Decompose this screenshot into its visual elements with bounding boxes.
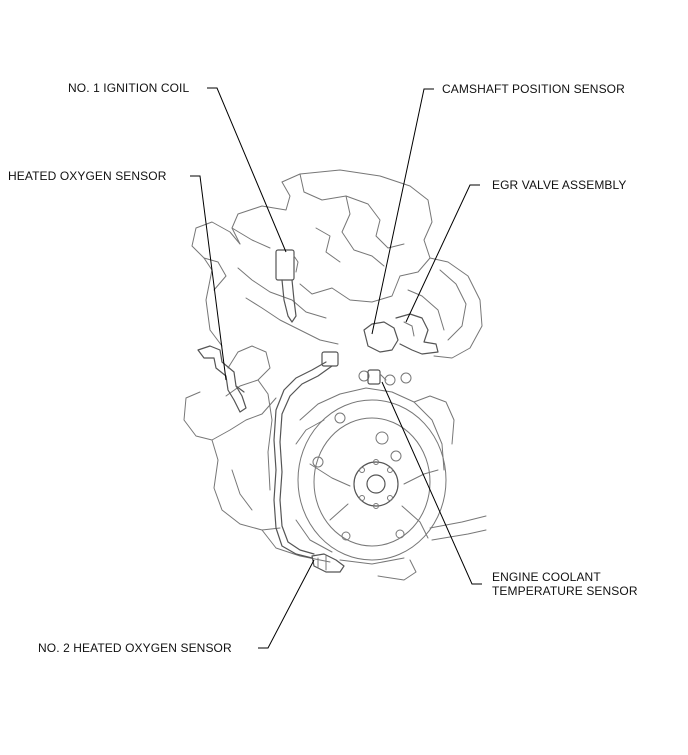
label-heated-oxygen-sensor: HEATED OXYGEN SENSOR bbox=[8, 169, 167, 183]
leader-ignition-coil bbox=[207, 87, 287, 253]
leader-heated-oxygen-sensor bbox=[190, 175, 227, 381]
label-egr-valve-assembly: EGR VALVE ASSEMBLY bbox=[492, 178, 627, 192]
label-no2-heated-oxygen-sensor: NO. 2 HEATED OXYGEN SENSOR bbox=[38, 641, 232, 655]
leader-no2-oxygen-sensor bbox=[258, 559, 315, 649]
leader-lines bbox=[190, 87, 482, 649]
leader-coolant-sensor bbox=[381, 381, 482, 585]
label-camshaft-position-sensor: CAMSHAFT POSITION SENSOR bbox=[442, 82, 625, 96]
label-temperature-sensor: TEMPERATURE SENSOR bbox=[492, 584, 638, 598]
leader-egr-valve bbox=[405, 184, 480, 323]
leader-camshaft-sensor bbox=[371, 88, 434, 335]
label-ignition-coil: NO. 1 IGNITION COIL bbox=[68, 81, 190, 95]
label-engine-coolant: ENGINE COOLANT bbox=[492, 570, 601, 584]
engine-body bbox=[183, 169, 487, 581]
